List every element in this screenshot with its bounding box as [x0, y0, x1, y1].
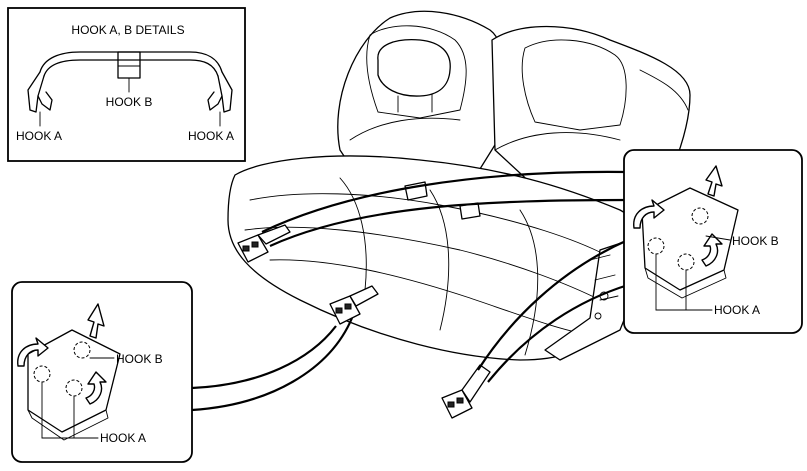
hook-clip-center [329, 285, 379, 325]
right-hook-a-label: HOOK A [714, 303, 760, 317]
headrest [377, 39, 451, 97]
callout-leaders [191, 170, 629, 412]
rotate-arrow-left-icon [17, 337, 49, 367]
rotate-arrow-right-icon [85, 371, 107, 405]
hook-clip-left [237, 224, 291, 263]
pull-up-arrow-icon [705, 165, 723, 197]
right-callout: HOOK B HOOK A [623, 149, 803, 334]
details-hook-b-label: HOOK B [106, 95, 153, 109]
pull-up-arrow-icon [87, 303, 105, 339]
details-title: HOOK A, B DETAILS [71, 23, 184, 37]
left-hook-b-label: HOOK B [116, 352, 163, 366]
details-hook-a-right-label: HOOK A [188, 129, 234, 143]
rotate-arrow-left-icon [633, 199, 665, 229]
details-hook-a-left-label: HOOK A [16, 129, 62, 143]
hook-details-box: HOOK A, B DETAILS HOOK B HOOK A HOOK A [7, 7, 246, 162]
left-hook-a-label: HOOK A [100, 431, 146, 445]
right-hook-b-label: HOOK B [732, 234, 779, 248]
rotate-arrow-right-icon [701, 233, 723, 267]
hook-clip-right [441, 364, 491, 419]
left-callout: HOOK B HOOK A [11, 281, 193, 463]
rear-seat-illustration [227, 10, 691, 419]
